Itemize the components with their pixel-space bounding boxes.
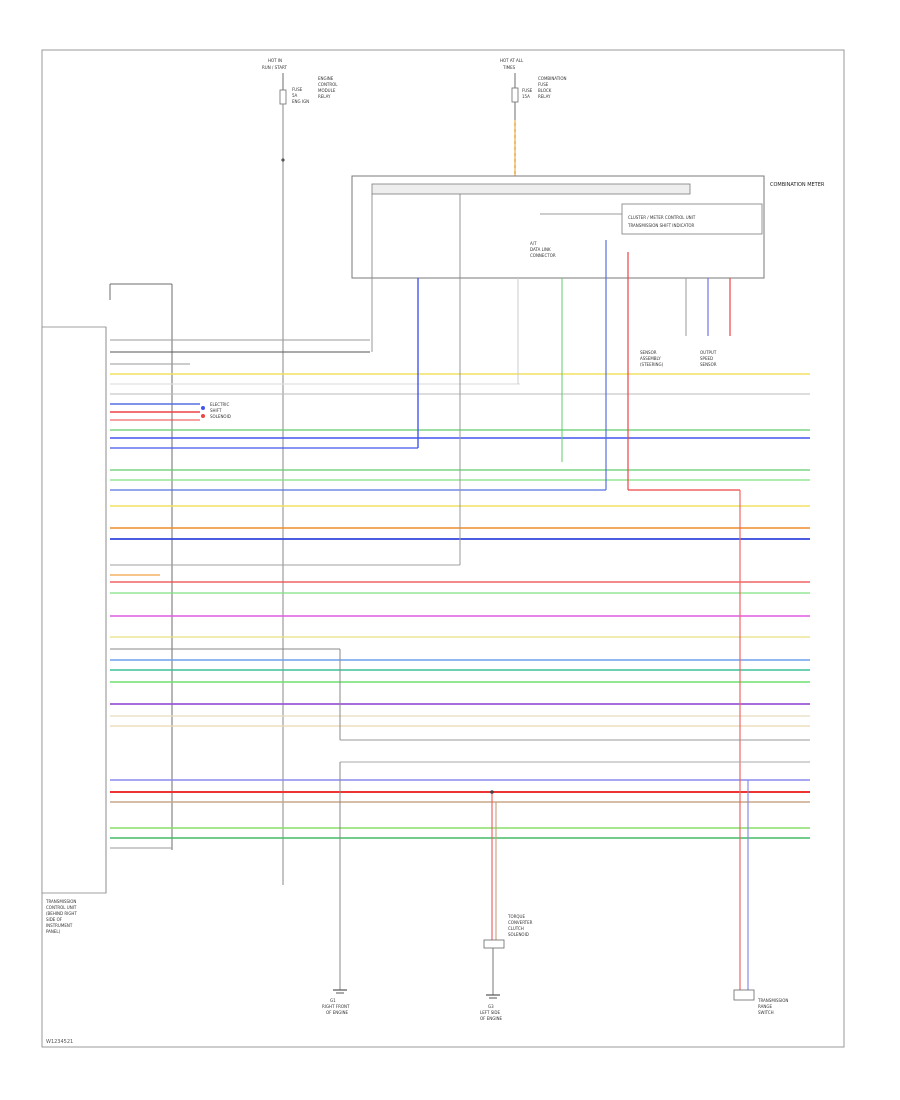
fuse-a xyxy=(279,89,287,105)
tcm-label-3: (BEHIND RIGHT xyxy=(46,911,77,916)
ground-center-line-3: OF ENGINE xyxy=(480,1016,503,1021)
sensor-left-line-3: (STEERING) xyxy=(640,362,664,367)
fuse-b-line-2: 15A xyxy=(522,94,530,99)
ground-center-line-1: G3 xyxy=(488,1004,494,1009)
diagram-id: W1234521 xyxy=(46,1039,73,1045)
power-source-a: HOT IN RUN / START FUSE 5A ENG IGN ENGIN… xyxy=(262,58,338,885)
tcm-top-line-3: CONNECTOR xyxy=(530,253,556,258)
solenoid-line-2: CONVERTER xyxy=(508,920,533,925)
right-conn-line-1: TRANSMISSION xyxy=(757,998,788,1003)
ground-left: G1 RIGHT FRONT OF ENGINE xyxy=(322,989,350,1015)
ground-left-line-2: RIGHT FRONT xyxy=(322,1004,350,1009)
meter-control-module xyxy=(621,203,763,235)
ground-left-line-3: OF ENGINE xyxy=(326,1010,349,1015)
combination-meter-title: COMBINATION METER xyxy=(770,182,825,188)
tcm-top-line-1: A/T xyxy=(530,241,537,246)
tcm-upper-connector xyxy=(109,283,173,340)
fuse-a-line-2: 5A xyxy=(292,93,298,98)
source-b-desc-4: RELAY xyxy=(538,94,551,99)
sensor-left-line-1: SENSOR xyxy=(640,350,657,355)
source-b-line-2: TIMES xyxy=(502,65,516,70)
tcm-label-5: INSTRUMENT xyxy=(46,923,73,928)
power-source-b: HOT AT ALL TIMES FUSE 15A COMBINATION FU… xyxy=(500,58,567,178)
meter-verticals xyxy=(371,240,749,990)
source-b-desc-2: FUSE xyxy=(538,82,549,87)
tcm-label-6: PANEL) xyxy=(46,929,61,934)
sensor-right-line-1: OUTPUT xyxy=(700,350,717,355)
meter-module-line-2: TRANSMISSION SHIFT INDICATOR xyxy=(627,223,695,228)
sensor-right-line-2: SPEED xyxy=(700,356,713,361)
pump-left-line-3: SOLENOID xyxy=(210,414,231,419)
solenoid-center: TORQUE CONVERTER CLUTCH SOLENOID xyxy=(483,914,533,949)
solenoid-line-4: SOLENOID xyxy=(508,932,529,937)
source-b-line-1: HOT AT ALL xyxy=(500,58,524,63)
sensor-right-line-3: SENSOR xyxy=(700,362,717,367)
solenoid-line-3: CLUTCH xyxy=(508,926,524,931)
meter-module-line-1: CLUSTER / METER CONTROL UNIT xyxy=(628,215,696,220)
tcm-connector: TRANSMISSION CONTROL UNIT (BEHIND RIGHT … xyxy=(41,326,173,934)
sub-labels: SENSOR ASSEMBLY (STEERING) OUTPUT SPEED … xyxy=(201,350,717,419)
fuse-a-line-1: FUSE xyxy=(292,87,303,92)
ground-center-line-2: LEFT SIDE xyxy=(480,1010,501,1015)
fuse-a-line-3: ENG IGN xyxy=(292,99,309,104)
solenoid-line-1: TORQUE xyxy=(507,914,525,919)
ground-left-line-1: G1 xyxy=(330,998,336,1003)
source-b-desc-3: BLOCK xyxy=(538,88,552,93)
source-a-desc-3: MODULE xyxy=(318,88,336,93)
combination-meter: COMBINATION METER CLUSTER / METER CONTRO… xyxy=(351,175,825,279)
tcm-label-1: TRANSMISSION xyxy=(45,899,76,904)
source-b-desc-1: COMBINATION xyxy=(538,76,567,81)
pump-left-line-2: SHIFT xyxy=(210,408,222,413)
source-a-line-1: HOT IN xyxy=(268,58,282,63)
source-a-desc-4: RELAY xyxy=(318,94,331,99)
tcm-top-line-2: DATA LINK xyxy=(530,247,551,252)
pump-left-line-1: ELECTRIC xyxy=(210,402,229,407)
right-conn-line-3: SWITCH xyxy=(758,1010,774,1015)
source-a-line-2: RUN / START xyxy=(262,65,287,70)
source-a-desc-1: ENGINE xyxy=(318,76,334,81)
sensor-left-line-2: ASSEMBLY xyxy=(640,356,661,361)
tcm-label-2: CONTROL UNIT xyxy=(46,905,77,910)
right-connector: TRANSMISSION RANGE SWITCH xyxy=(733,989,788,1015)
lower-section: G1 RIGHT FRONT OF ENGINE TORQUE CONVERTE… xyxy=(322,649,810,1021)
ground-center: G3 LEFT SIDE OF ENGINE xyxy=(480,948,503,1021)
source-a-desc-2: CONTROL xyxy=(318,82,338,87)
fuse-b xyxy=(511,87,519,103)
tcm-label-4: SIDE OF xyxy=(46,917,63,922)
fuse-b-line-1: FUSE xyxy=(522,88,533,93)
right-conn-line-2: RANGE xyxy=(758,1004,772,1009)
